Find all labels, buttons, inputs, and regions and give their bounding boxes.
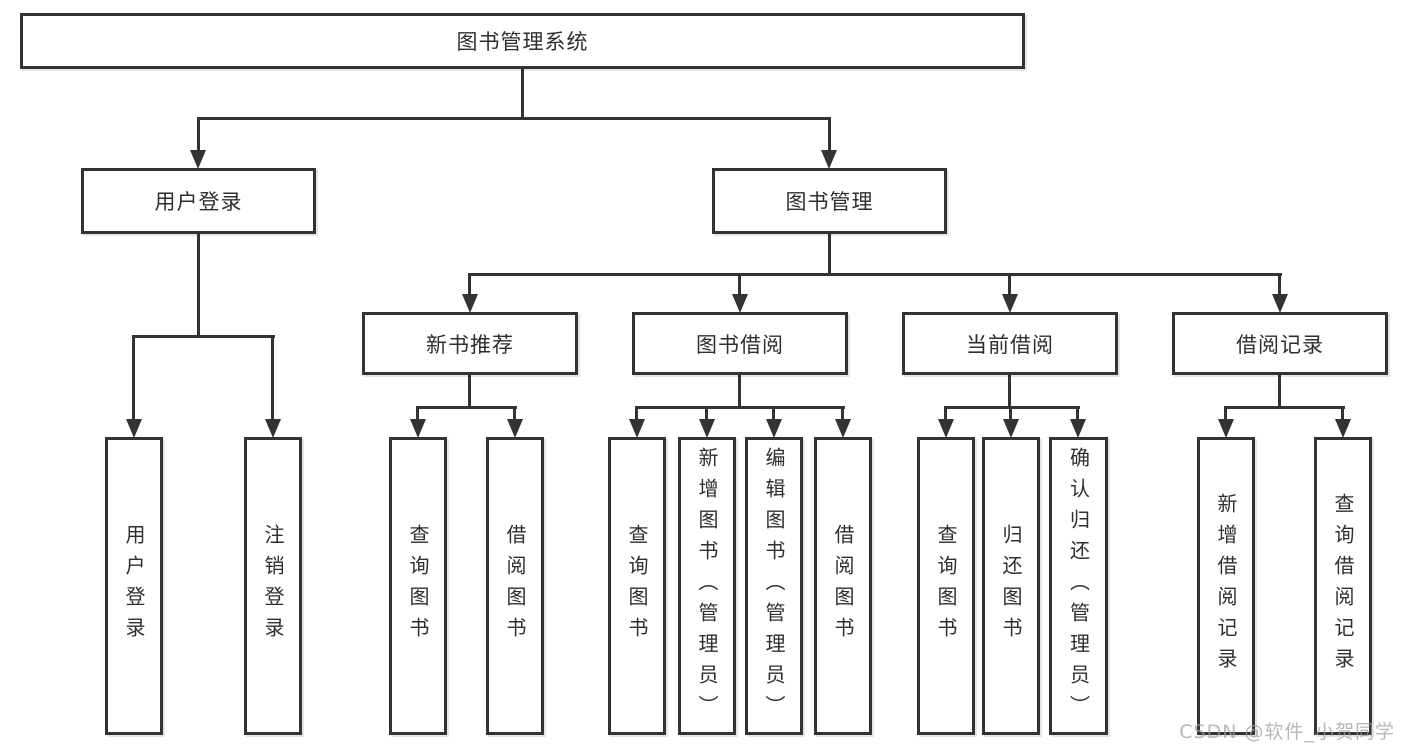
node-new-book-recommend: 新书推荐	[362, 312, 578, 375]
connector-line	[1076, 406, 1079, 421]
connector-line	[468, 273, 471, 296]
connector-line	[705, 406, 708, 421]
arrow-down-icon	[821, 150, 837, 169]
connector-line	[132, 335, 135, 421]
arrow-down-icon	[699, 419, 715, 438]
node-leaf-borrow-book-recommend: 借阅图书	[486, 437, 544, 735]
connector-line	[1224, 406, 1227, 421]
connector-line	[416, 406, 517, 409]
node-leaf-query-books-current: 查询图书	[917, 437, 975, 735]
arrow-down-icon	[1335, 419, 1351, 438]
connector-line	[1008, 375, 1011, 408]
connector-line	[1278, 375, 1281, 408]
connector-line	[738, 273, 741, 296]
arrow-down-icon	[410, 419, 426, 438]
connector-line	[1278, 273, 1281, 296]
connector-line	[1224, 406, 1345, 409]
connector-line	[828, 234, 831, 275]
node-label: 编辑图书（管理员）	[762, 446, 786, 726]
node-label: 查询图书	[934, 524, 958, 648]
arrow-down-icon	[1070, 419, 1086, 438]
node-label: 新书推荐	[426, 332, 514, 357]
connector-line	[521, 69, 524, 118]
arrow-down-icon	[462, 294, 478, 313]
arrow-down-icon	[1218, 419, 1234, 438]
arrow-down-icon	[938, 419, 954, 438]
node-book-borrowing: 图书借阅	[632, 312, 848, 375]
connector-line	[828, 117, 831, 153]
node-label: 归还图书	[999, 524, 1023, 648]
connector-line	[468, 273, 1282, 276]
node-label: 查询借阅记录	[1331, 493, 1355, 679]
node-label: 新增图书（管理员）	[695, 446, 719, 726]
arrow-down-icon	[629, 419, 645, 438]
connector-line	[416, 406, 419, 421]
node-label: 借阅图书	[831, 524, 855, 648]
node-label: 确认归还（管理员）	[1066, 446, 1091, 726]
node-leaf-query-borrow-record: 查询借阅记录	[1314, 437, 1372, 735]
node-leaf-query-books-borrow: 查询图书	[608, 437, 666, 735]
connector-line	[197, 117, 200, 153]
node-label: 查询图书	[625, 524, 649, 648]
node-root-system: 图书管理系统	[20, 13, 1025, 69]
node-leaf-return-book: 归还图书	[982, 437, 1040, 735]
connector-line	[197, 117, 831, 120]
connector-line	[944, 406, 1080, 409]
connector-line	[635, 406, 638, 421]
node-leaf-edit-book-admin: 编辑图书（管理员）	[745, 437, 803, 735]
connector-line	[271, 335, 274, 421]
connector-line	[513, 406, 516, 421]
node-label: 查询图书	[406, 524, 430, 648]
node-book-management: 图书管理	[712, 168, 947, 234]
node-label: 用户登录	[154, 190, 243, 214]
connector-line	[468, 375, 471, 408]
arrow-down-icon	[732, 294, 748, 313]
connector-line	[738, 375, 741, 408]
node-borrowing-records: 借阅记录	[1172, 312, 1388, 375]
connector-line	[772, 406, 775, 421]
node-leaf-confirm-return-admin: 确认归还（管理员）	[1049, 437, 1108, 735]
node-leaf-add-book-admin: 新增图书（管理员）	[678, 437, 736, 735]
node-label: 用户登录	[122, 524, 146, 648]
arrow-down-icon	[1003, 419, 1019, 438]
arrow-down-icon	[126, 419, 142, 438]
node-leaf-query-books-recommend: 查询图书	[389, 437, 447, 735]
node-label: 图书管理	[785, 190, 874, 214]
connector-line	[1008, 273, 1011, 296]
node-label: 借阅图书	[503, 524, 527, 648]
node-label: 注销登录	[261, 524, 285, 648]
node-leaf-add-borrow-record: 新增借阅记录	[1197, 437, 1255, 735]
node-leaf-borrow-book: 借阅图书	[814, 437, 872, 735]
arrow-down-icon	[265, 419, 281, 438]
connector-line	[944, 406, 947, 421]
connector-line	[635, 406, 845, 409]
connector-line	[1341, 406, 1344, 421]
connector-line	[1009, 406, 1012, 421]
connector-line	[841, 406, 844, 421]
node-current-borrowing: 当前借阅	[902, 312, 1118, 375]
arrow-down-icon	[835, 419, 851, 438]
node-leaf-user-login: 用户登录	[105, 437, 163, 735]
node-label: 当前借阅	[966, 332, 1054, 357]
arrow-down-icon	[1272, 294, 1288, 313]
connector-line	[197, 234, 200, 337]
arrow-down-icon	[1002, 294, 1018, 313]
node-label: 图书借阅	[696, 332, 784, 357]
arrow-down-icon	[190, 150, 206, 169]
node-label: 新增借阅记录	[1214, 493, 1238, 679]
node-label: 借阅记录	[1236, 332, 1324, 357]
connector-line	[132, 335, 275, 338]
node-user-login: 用户登录	[81, 168, 316, 234]
arrow-down-icon	[507, 419, 523, 438]
node-label: 图书管理系统	[456, 30, 589, 54]
arrow-down-icon	[766, 419, 782, 438]
csdn-watermark: CSDN @软件_小贺同学	[1179, 721, 1395, 743]
node-leaf-logout: 注销登录	[244, 437, 302, 735]
